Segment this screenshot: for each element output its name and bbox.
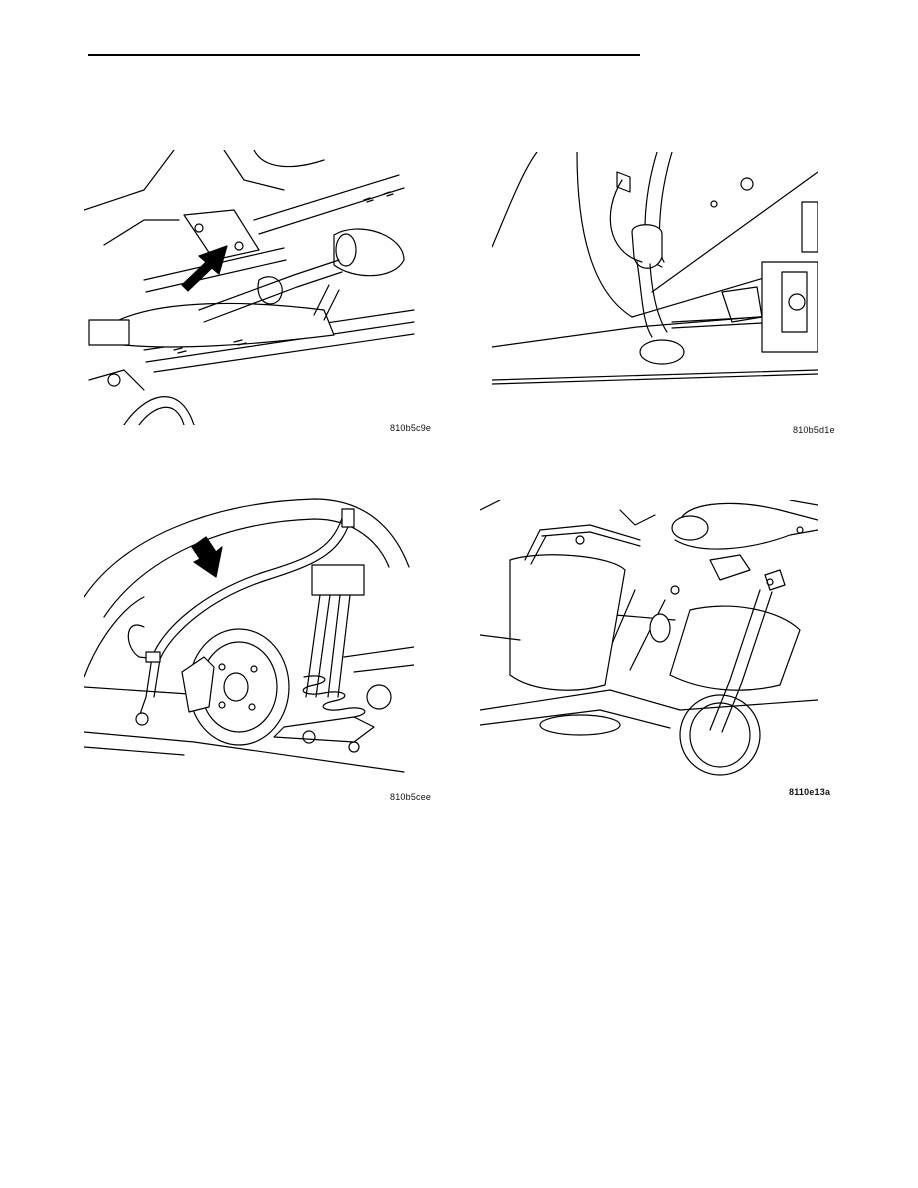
figure-2-caption: 810b5d1e bbox=[793, 425, 835, 435]
figure-3-illustration bbox=[84, 497, 414, 777]
figure-1-caption: 810b5c9e bbox=[390, 423, 431, 433]
header-rule bbox=[88, 54, 640, 56]
figure-4-caption: 8110e13a bbox=[789, 787, 830, 797]
figure-4-illustration bbox=[480, 500, 818, 780]
figure-2-illustration bbox=[492, 152, 818, 388]
figure-1-illustration bbox=[84, 150, 418, 425]
figure-3-caption: 810b5cee bbox=[390, 792, 431, 802]
